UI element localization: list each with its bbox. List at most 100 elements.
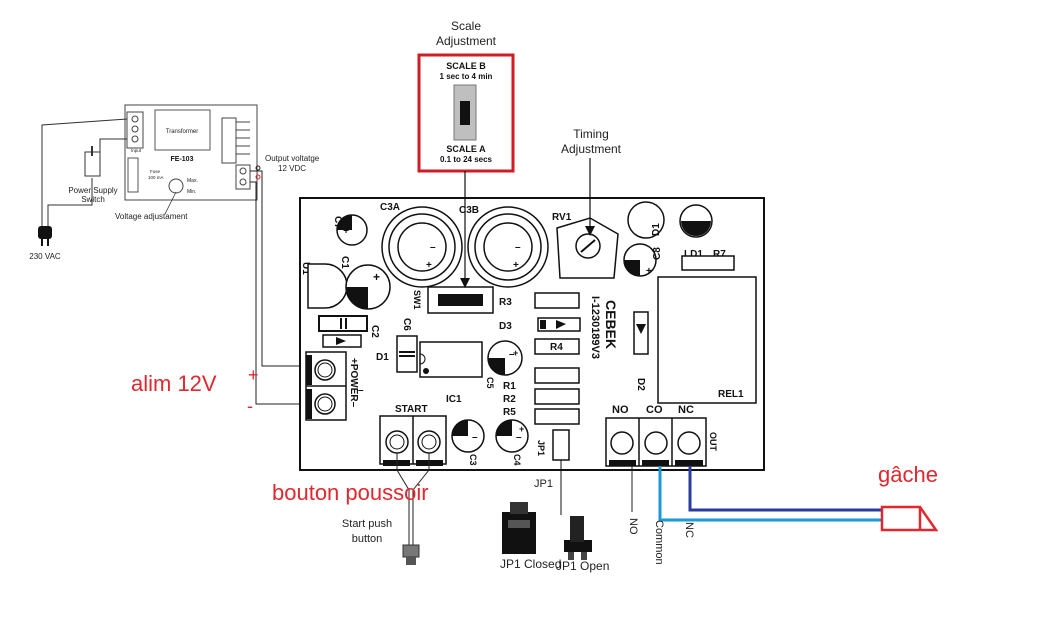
jumper-open-icon [564,516,592,560]
svg-text:+: + [519,424,524,434]
jumper-closed-icon [502,502,536,554]
svg-text:–: – [509,349,515,360]
jp1-closed-label: JP1 Closed [500,557,561,571]
label-c8: C8 [652,247,663,260]
svg-text:–: – [634,268,640,279]
label-c7: C7 [332,216,343,229]
jp1-open-label: JP1 Open [556,559,609,573]
power-switch-icon [84,146,101,177]
capacitor-c4: – + [495,419,529,453]
svg-text:–: – [472,432,478,443]
label-co-board: CO [646,404,663,416]
min-label: Min. [187,189,196,195]
label-c3b: C3B [459,205,479,216]
label-ic1: IC1 [446,394,462,405]
label-c4: C4 [512,454,522,466]
scale-b-label: SCALE B [446,61,486,71]
label-c5: C5 [485,377,495,389]
switch-label-line1: Power Supply [68,186,117,195]
svg-text:+: + [373,270,380,284]
resistor-r4 [534,338,580,355]
input-label: Input [131,148,142,153]
fuse-icon [127,157,139,193]
label-ld1: LD1 [684,249,703,260]
module-name: FE-103 [171,156,194,163]
push-button-icon [402,544,420,565]
transformer-label: Transformer [166,129,198,135]
capacitor-c1: – + [345,264,391,310]
svg-text:+: + [513,348,518,358]
scale-a-range: 0.1 to 24 secs [440,155,493,164]
supply-wires [250,170,306,405]
common-wire [658,466,882,522]
label-u1: U1 [300,262,311,275]
label-r2: R2 [503,394,516,405]
label-r3: R3 [499,297,512,308]
scale-title-line2: Adjustment [436,34,497,48]
scale-b-range: 1 sec to 4 min [440,72,493,81]
relay-rel1 [657,276,757,404]
alim-annotation: alim 12V [131,371,217,396]
ic1-chip [419,341,483,378]
capacitor-c6 [396,335,418,373]
voltage-pot-icon [168,178,184,194]
label-start: START [395,404,428,415]
start-button-label-line2: button [352,533,383,545]
max-label: Max. [187,178,198,184]
jp1-label: JP1 [534,478,553,490]
input-terminal-icon [126,111,144,149]
board-brand: CEBEK [603,300,619,349]
bouton-annotation: bouton poussoir [272,480,429,505]
resistor-r7 [681,255,735,271]
resistor-r2 [534,388,580,405]
capacitor-c3a [381,206,463,288]
power-minus-mark: – [358,385,364,396]
label-d1-top: D1 [651,223,662,236]
potentiometer-rv1 [556,217,619,279]
label-c3a: C3A [380,202,400,213]
capacitor-c2 [318,315,368,332]
label-c1: C1 [339,256,350,269]
label-c3: C3 [468,454,478,466]
resistor-r5 [534,408,580,425]
gache-strike-icon [880,505,939,532]
label-nc-board: NC [678,404,694,416]
label-r7: R7 [713,249,726,260]
svg-text:+: + [343,226,349,237]
label-r4: R4 [550,342,563,353]
alim-minus-annotation: - [247,396,253,416]
label-rv1: RV1 [552,212,572,223]
timing-label-line1: Timing [573,127,609,141]
mains-plug-icon [38,226,52,246]
capacitor-c3: – [451,419,485,453]
svg-text:–: – [516,432,522,443]
label-c6: C6 [401,318,412,331]
label-rel1: REL1 [718,389,744,400]
label-d1: D1 [376,352,389,363]
output-voltage-label: Output voltatge [265,154,320,163]
mains-label: 230 VAC [29,252,61,261]
resistor-r3 [534,292,580,309]
scale-a-label: SCALE A [446,144,486,154]
label-r5: R5 [503,407,516,418]
heatsink-icon [221,117,250,164]
timing-label-line2: Adjustment [561,142,622,156]
label-d3: D3 [499,321,512,332]
capacitor-c3b [467,206,549,288]
switch-label-line2: Switch [81,195,105,204]
label-no-board: NO [612,404,629,416]
label-sw1: SW1 [412,290,422,310]
fuse-rating: 100 mA [148,175,164,180]
mains-wiring [41,118,128,228]
capacitor-c5: – + [487,340,523,376]
common-label: Common [653,520,665,565]
label-c2: C2 [369,325,380,338]
capacitor-c8 [623,243,657,277]
jumper-jp1-header [552,429,570,461]
start-terminal-block [379,415,447,466]
resistor-r1 [534,367,580,384]
nc-wire [688,466,882,512]
label-r1: R1 [503,381,516,392]
gache-annotation: gâche [878,462,938,487]
svg-text:–: – [352,288,358,299]
